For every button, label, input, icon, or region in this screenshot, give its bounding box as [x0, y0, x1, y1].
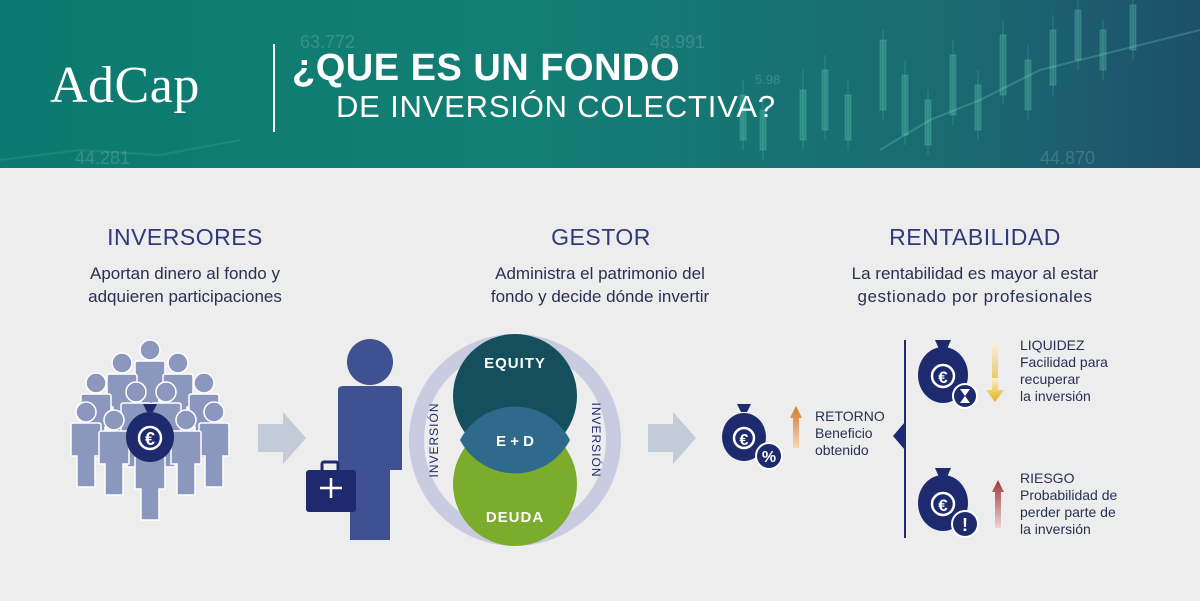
- arrow-up-icon: [790, 406, 802, 448]
- inversion-ring-left-label: INVERSIÓN: [426, 402, 441, 477]
- euro-glyph: €: [938, 496, 948, 515]
- rentabilidad-desc-line1: La rentabilidad es mayor al estar: [851, 264, 1099, 283]
- header-divider: [273, 44, 275, 132]
- retorno-title: RETORNO: [815, 408, 885, 424]
- arrow-down-icon: [986, 378, 1004, 402]
- riesgo-block: RIESGO Probabilidad de perder parte de l…: [1020, 470, 1117, 538]
- adcap-logo: AdCap: [50, 57, 200, 114]
- riesgo-line3: la inversión: [1020, 521, 1091, 537]
- inversores-desc-line2: adquieren participaciones: [88, 287, 282, 306]
- liquidez-line3: la inversión: [1020, 388, 1091, 404]
- bg-number: 44.281: [75, 148, 131, 168]
- arrow-right-icon: [258, 412, 306, 464]
- gestor-desc-line1: Administra el patrimonio del: [495, 264, 705, 283]
- bg-number: 63.772: [300, 32, 356, 52]
- money-bag-alert-icon: [918, 468, 979, 538]
- bg-number: 44.870: [1040, 148, 1096, 168]
- liquidez-line1: Facilidad para: [1020, 354, 1108, 370]
- venn-diagram: [409, 334, 621, 546]
- exclamation-glyph: !: [962, 515, 968, 535]
- riesgo-line1: Probabilidad de: [1020, 487, 1118, 503]
- equity-label: EQUITY: [484, 355, 546, 372]
- bracket-divider: [893, 340, 906, 538]
- liquidez-block: LIQUIDEZ Facilidad para recuperar la inv…: [1020, 337, 1108, 405]
- overlap-label: E + D: [496, 433, 534, 450]
- liquidez-title: LIQUIDEZ: [1020, 337, 1085, 353]
- gestor-title: GESTOR: [551, 224, 651, 250]
- rentabilidad-title: RENTABILIDAD: [889, 224, 1061, 250]
- retorno-block: RETORNO Beneficio obtenido: [815, 408, 885, 459]
- header-banner: 63.772 48.991 5.98 44.870 44.281 AdCap ¿…: [0, 0, 1200, 168]
- retorno-line2: obtenido: [815, 442, 869, 458]
- inversores-desc-line1: Aportan dinero al fondo y: [90, 264, 280, 283]
- inversores-description: Aportan dinero al fondo y adquieren part…: [40, 262, 330, 308]
- briefcase-icon: [306, 460, 356, 512]
- euro-icon: [137, 425, 163, 451]
- hourglass-icon: [960, 389, 970, 403]
- stock-chart-background: [0, 0, 1200, 161]
- riesgo-line2: perder parte de: [1020, 504, 1116, 520]
- money-bag-hourglass-icon: [918, 340, 978, 409]
- retorno-line1: Beneficio: [815, 425, 873, 441]
- rentabilidad-desc-line2: gestionado por profesionales: [857, 287, 1093, 306]
- arrow-right-icon: [648, 412, 696, 464]
- inversores-title: INVERSORES: [107, 224, 263, 250]
- inversion-ring-right-label: INVERSIÓN: [589, 402, 604, 477]
- riesgo-title: RIESGO: [1020, 470, 1075, 486]
- deuda-label: DEUDA: [486, 509, 544, 526]
- rentabilidad-description: La rentabilidad es mayor al estar gestio…: [815, 262, 1135, 308]
- gestor-description: Administra el patrimonio del fondo y dec…: [450, 262, 750, 308]
- bg-number: 5.98: [755, 72, 781, 87]
- overlap-region: [460, 406, 570, 474]
- euro-glyph: €: [938, 368, 948, 387]
- arrow-up-icon: [992, 480, 1004, 528]
- bg-number: 48.991: [650, 32, 706, 52]
- percent-glyph: %: [762, 449, 776, 466]
- money-bag-percent-icon: [722, 404, 783, 470]
- euro-glyph: €: [740, 432, 749, 449]
- page-title-line1: ¿QUE ES UN FONDO: [292, 47, 681, 89]
- page-title-line2: DE INVERSIÓN COLECTIVA?: [336, 89, 776, 124]
- gestor-desc-line2: fondo y decide dónde invertir: [490, 287, 710, 306]
- euro-glyph: €: [145, 429, 155, 449]
- liquidez-line2: recuperar: [1020, 371, 1080, 387]
- money-bag-icon: [126, 404, 174, 462]
